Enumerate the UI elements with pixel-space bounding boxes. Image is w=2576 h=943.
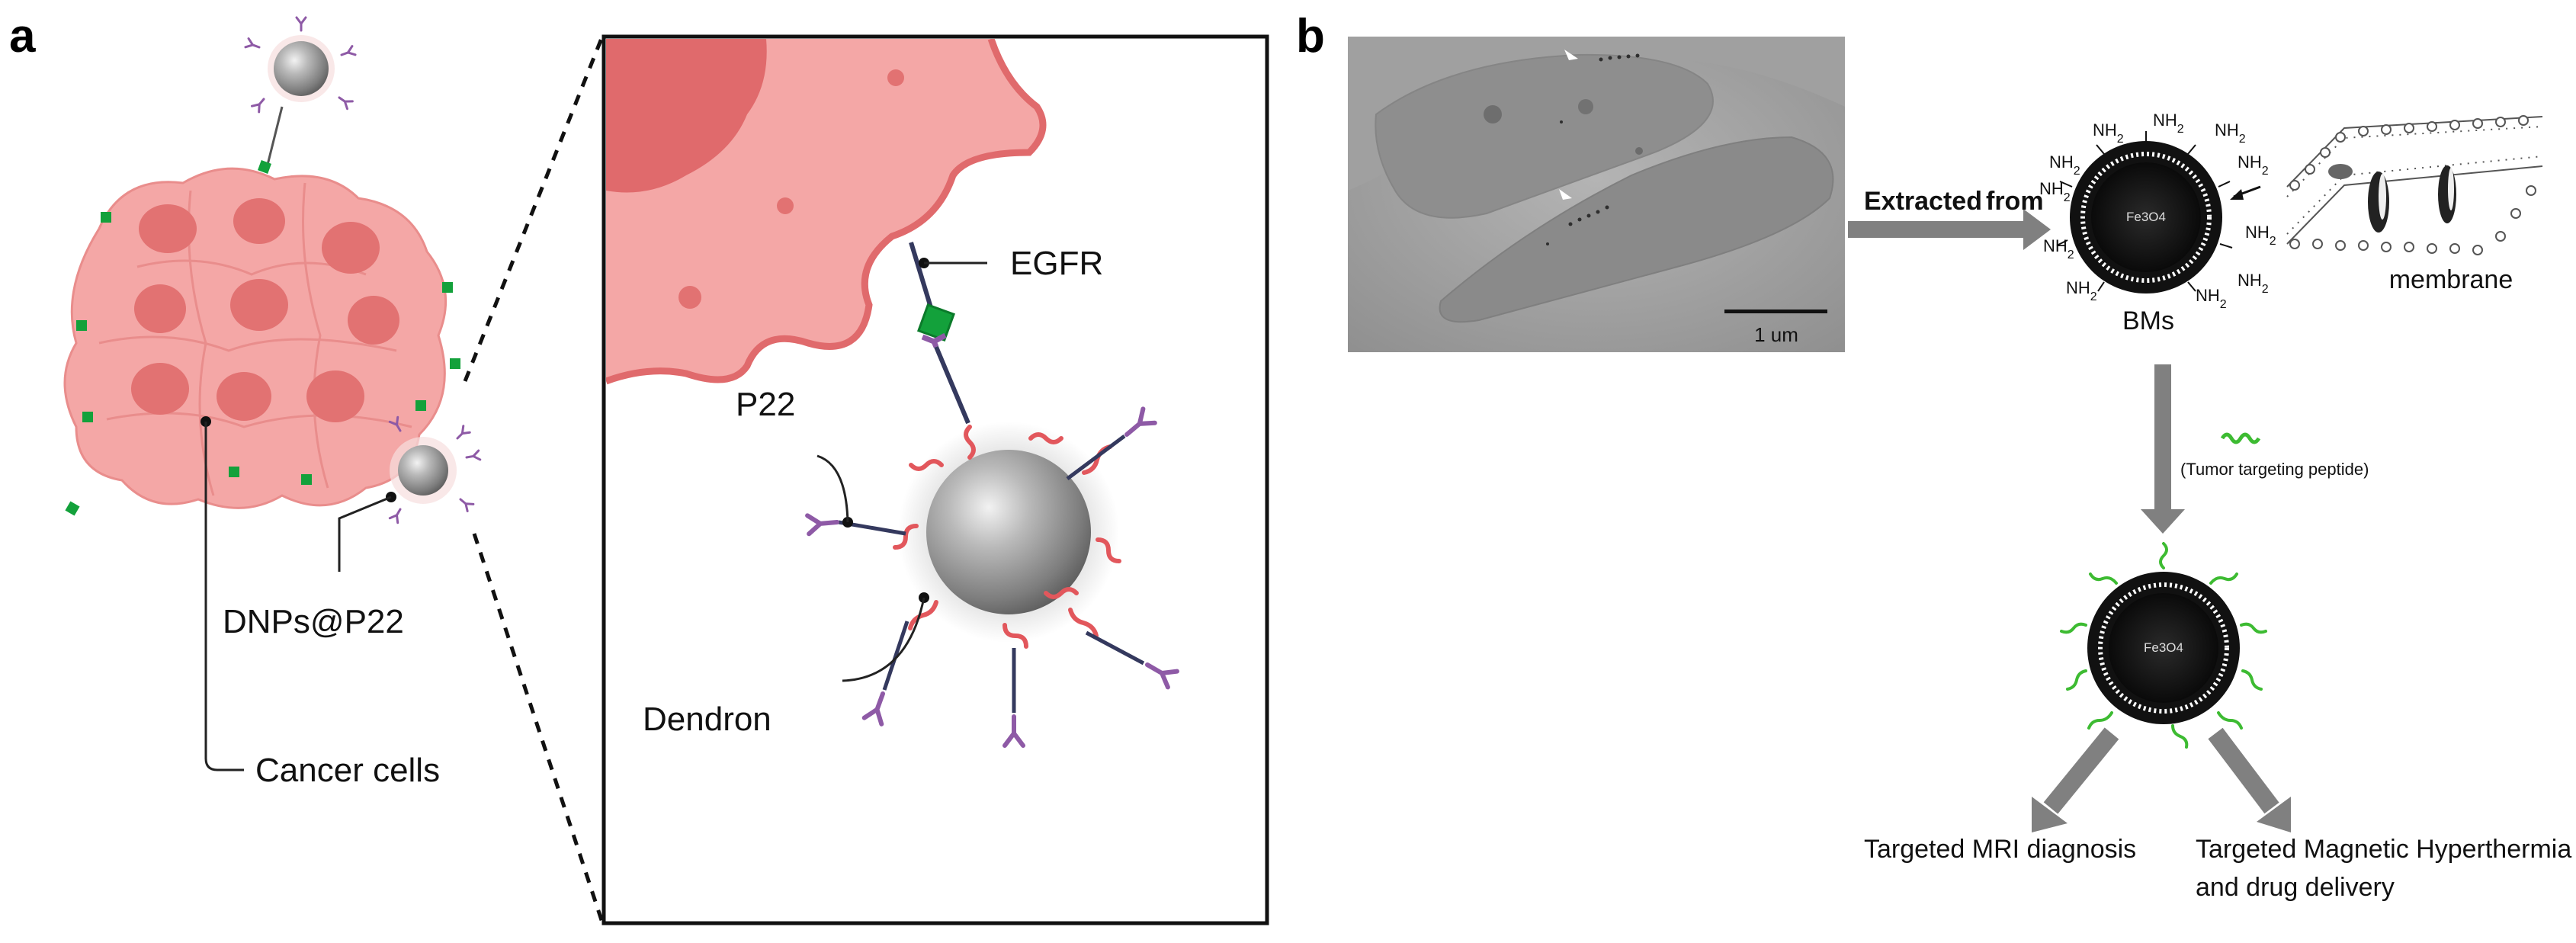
nh2-label: NH2 — [2093, 120, 2124, 146]
targeted-bm-particle: Fe3O4 — [2060, 542, 2267, 749]
nh2-label: NH2 — [2066, 278, 2097, 303]
nh2-label: NH2 — [2049, 152, 2080, 178]
label-cancer-cells: Cancer cells — [255, 752, 440, 789]
cancer-cell-cluster — [63, 167, 460, 516]
nh2-label: NH2 — [2215, 120, 2246, 146]
label-membrane: membrane — [2389, 265, 2513, 294]
nanoparticle-small — [388, 415, 482, 524]
outcome-arrows — [2032, 727, 2291, 832]
nanoparticle-icon — [807, 409, 1177, 746]
peptide-icon — [2220, 432, 2261, 444]
panel-b: b 1 um Extracted from — [1296, 10, 2571, 902]
label-egfr: EGFR — [1010, 245, 1103, 282]
label-outcome-mri: Targeted MRI diagnosis — [1864, 835, 2136, 864]
bm-core-label: Fe3O4 — [2126, 210, 2166, 224]
label-from: from — [1986, 187, 2044, 216]
targeted-core-label: Fe3O4 — [2144, 640, 2183, 655]
nh2-label: NH2 — [2043, 236, 2074, 261]
egfr-receptor-icon — [909, 242, 970, 425]
label-outcome-hyperthermia: Targeted Magnetic Hyperthermia — [2196, 835, 2571, 864]
zoom-box: EGFR — [601, 34, 1269, 925]
scale-bar-label: 1 um — [1754, 323, 1798, 346]
bm-particle: Fe3O4 NH2 NH2 NH2 NH2 NH2 NH2 NH2 NH2 NH… — [2039, 111, 2276, 335]
panel-a-letter: a — [9, 10, 36, 63]
label-extracted: Extracted — [1864, 187, 1982, 216]
label-bms: BMs — [2122, 306, 2174, 335]
label-peptide: (Tumor targeting peptide) — [2180, 460, 2369, 479]
nh2-label: NH2 — [2238, 152, 2269, 178]
nanoparticle-top — [244, 16, 357, 174]
label-p22: P22 — [736, 386, 795, 423]
panel-b-letter: b — [1296, 10, 1325, 63]
nh2-label: NH2 — [2039, 179, 2071, 204]
nh2-label: NH2 — [2196, 286, 2227, 311]
tem-micrograph: 1 um — [1348, 37, 1845, 352]
label-outcome-drug-delivery: and drug delivery — [2196, 873, 2395, 902]
extraction-arrow: Extracted from — [1848, 187, 2051, 250]
label-dendron: Dendron — [643, 701, 772, 738]
conjugation-arrow: (Tumor targeting peptide) — [2141, 364, 2369, 534]
panel-a: a — [9, 10, 1269, 925]
lipid-membrane-icon: membrane — [2283, 114, 2546, 294]
nh2-label: NH2 — [2153, 111, 2184, 136]
nh2-label: NH2 — [2238, 271, 2269, 296]
label-dnps: DNPs@P22 — [223, 603, 404, 640]
nh2-label: NH2 — [2245, 223, 2276, 248]
